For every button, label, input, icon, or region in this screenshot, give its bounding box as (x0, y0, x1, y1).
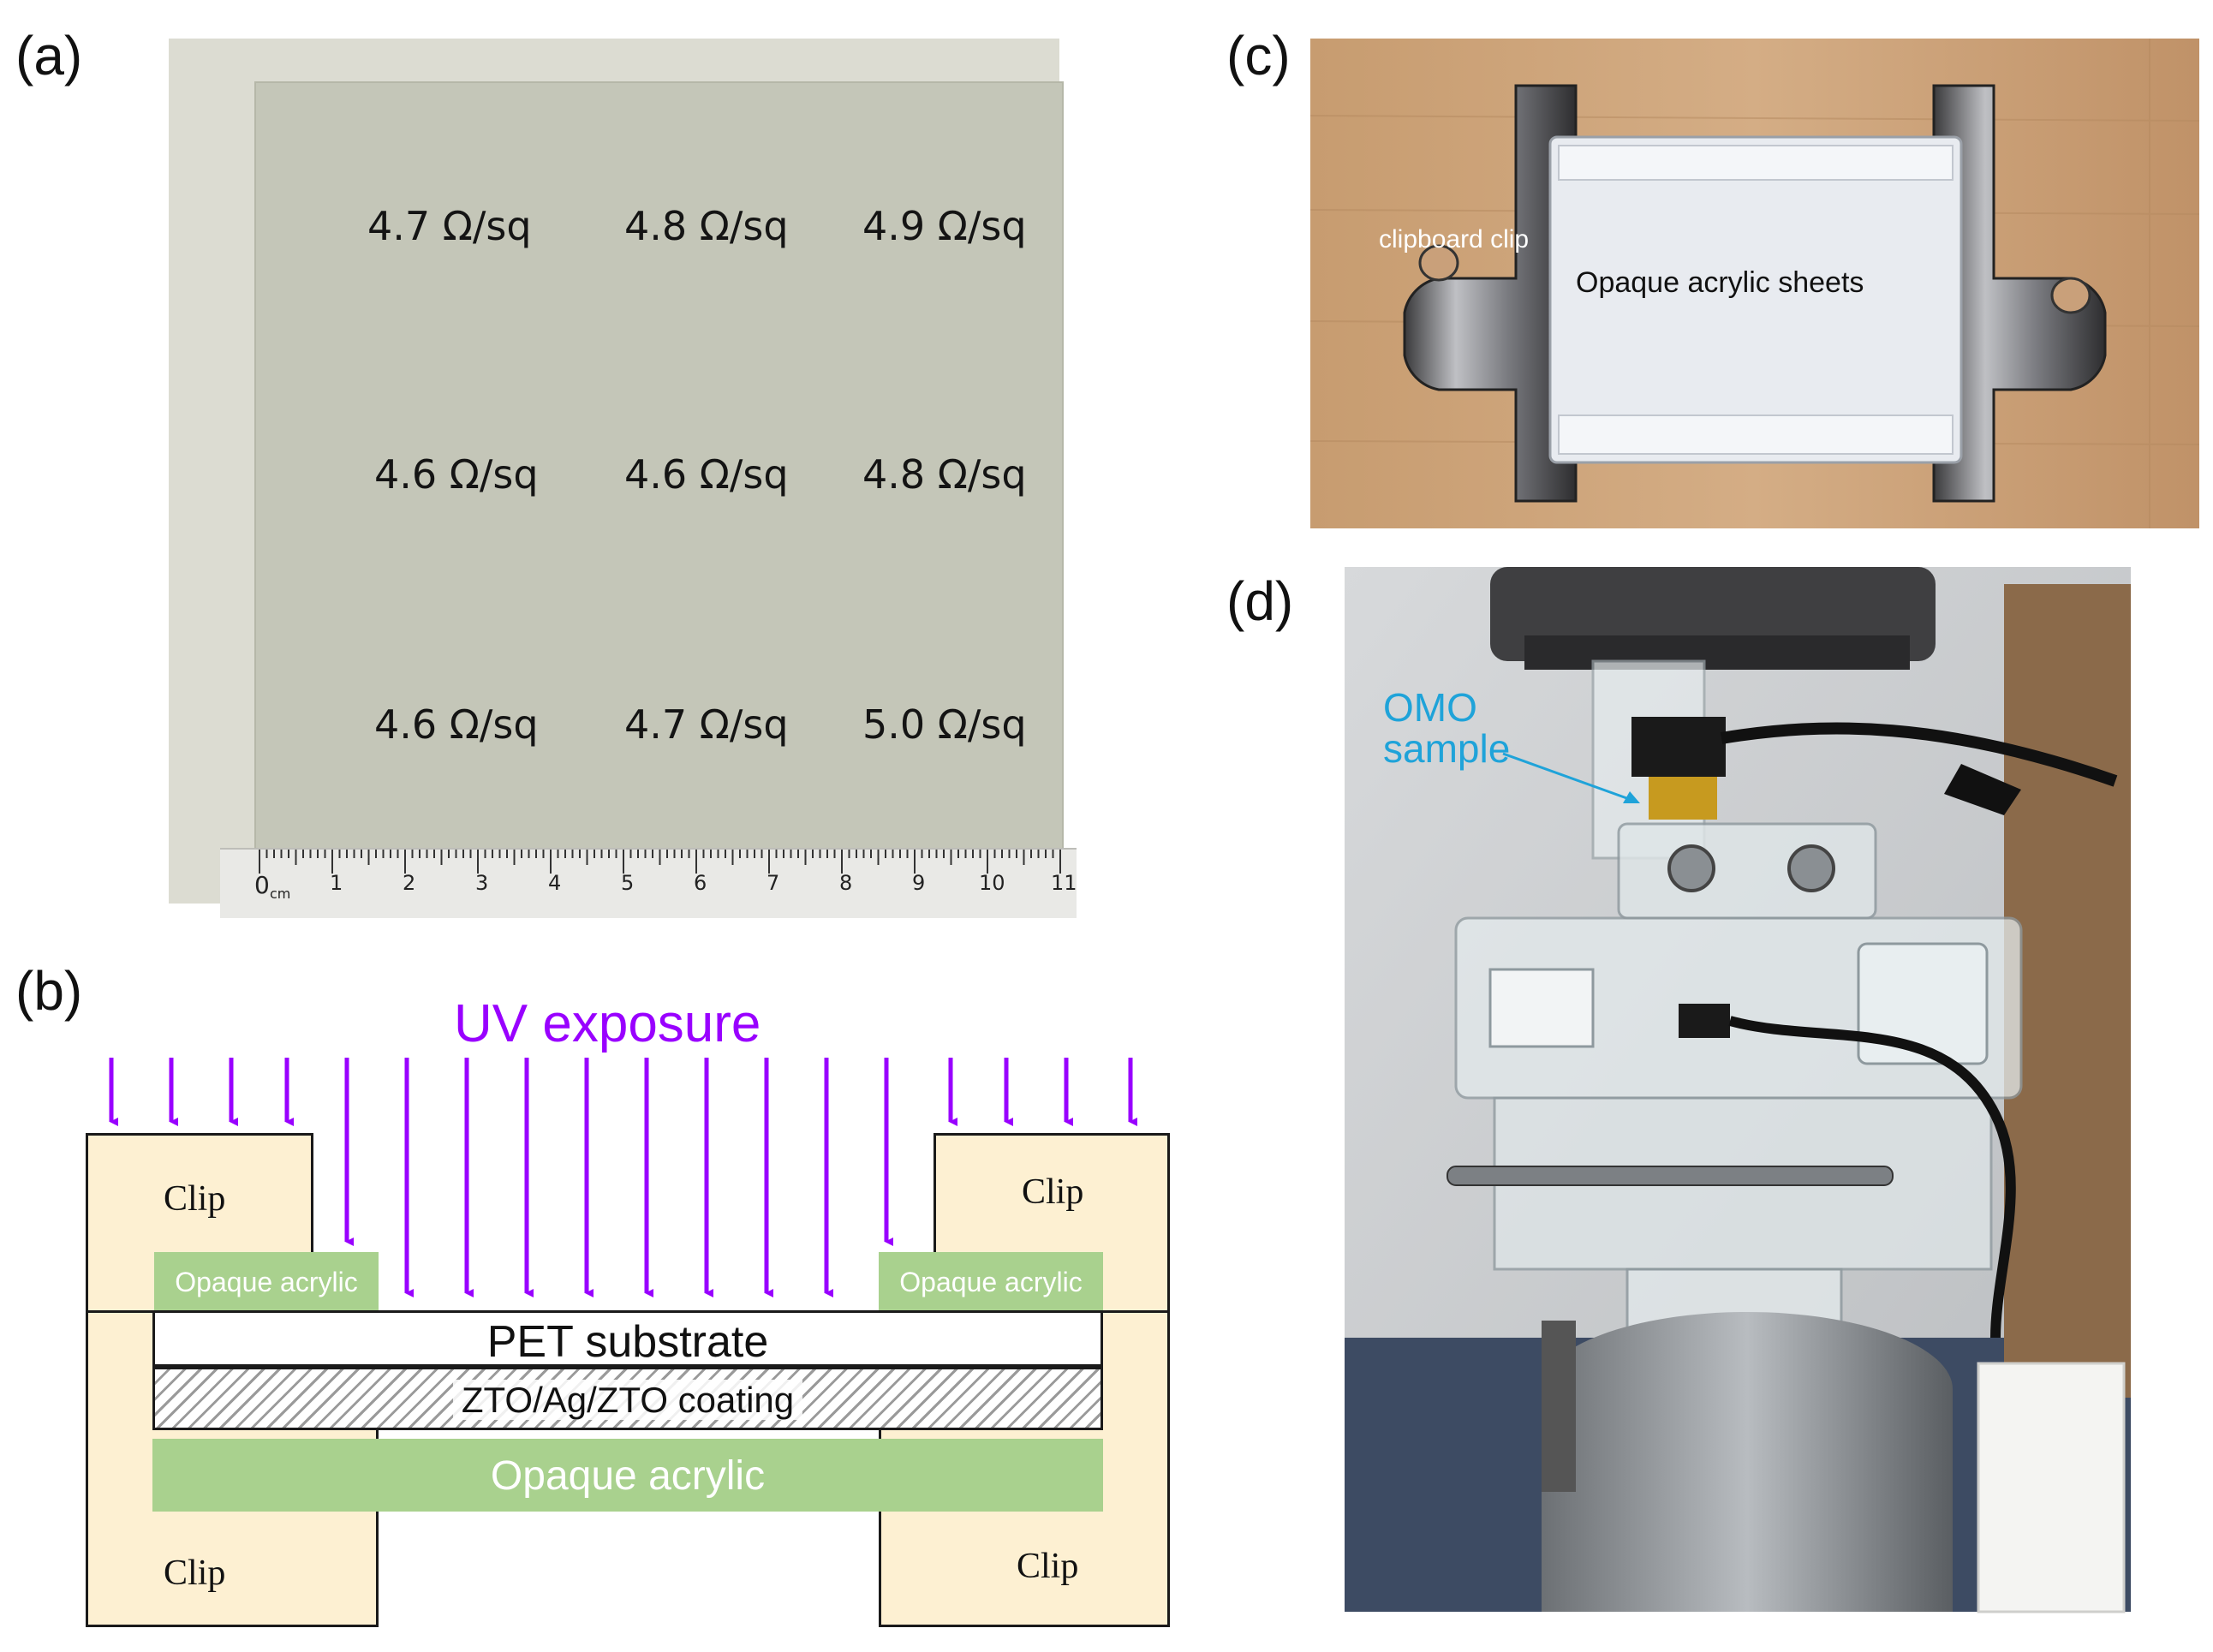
ruler-num-8: 8 (839, 871, 853, 895)
ruler-num-9: 9 (912, 871, 926, 895)
sheet-resistance-r1c3: 4.9 Ω/sq (862, 203, 1027, 249)
ruler-num-4: 4 (548, 871, 562, 895)
opaque-acrylic-top-left: Opaque acrylic (154, 1252, 379, 1310)
ruler-zero: 0 (254, 871, 270, 899)
panel-label-a: (a) (15, 25, 83, 86)
pet-substrate-label: PET substrate (486, 1317, 769, 1367)
acrylic-sheets-annotation: Opaque acrylic sheets (1576, 266, 1864, 299)
sample-annotation-arrow-head (1623, 791, 1640, 803)
sheet-resistance-r1c2: 4.8 Ω/sq (624, 203, 789, 249)
opaque-acrylic-base-label: Opaque acrylic (490, 1453, 766, 1499)
clipboard-clip-annotation: clipboard clip (1379, 225, 1530, 253)
ruler-num-1: 1 (330, 871, 343, 895)
panel-label-d: (d) (1226, 570, 1294, 632)
uv-exposure-label: UV exposure (454, 994, 761, 1053)
uv-arrows (109, 1058, 1137, 1297)
omo-sample-annotation-line1: OMO (1383, 685, 1477, 730)
sheet-resistance-r2c3: 4.8 Ω/sq (862, 451, 1027, 498)
panel-label-c: (c) (1226, 25, 1291, 86)
clip-label-top-right: Clip (1022, 1172, 1084, 1212)
sheet-resistance-r1c1: 4.7 Ω/sq (367, 203, 532, 249)
clip-photo-illustration (1309, 39, 2200, 528)
clip-label-top-left: Clip (164, 1179, 226, 1219)
sheet-resistance-r3c1: 4.6 Ω/sq (374, 701, 539, 748)
ruler-unit: cm (270, 886, 291, 902)
sample-annotation-arrow-line (1502, 752, 1632, 802)
ruler-num-2: 2 (403, 871, 416, 895)
panel-a-photo: 4.7 Ω/sq 4.8 Ω/sq 4.9 Ω/sq 4.6 Ω/sq 4.6 … (169, 39, 1077, 918)
panel-c-photo: clipboard clip Opaque acrylic sheets (1309, 39, 2200, 528)
opaque-acrylic-top-right: Opaque acrylic (879, 1252, 1103, 1310)
coating-label: ZTO/Ag/ZTO coating (452, 1380, 803, 1420)
ruler-num-5: 5 (621, 871, 635, 895)
sheet-resistance-r3c2: 4.7 Ω/sq (624, 701, 789, 748)
omo-sample-annotation-line2: sample (1383, 726, 1511, 771)
opaque-acrylic-top-right-label: Opaque acrylic (899, 1267, 1083, 1297)
sheet-resistance-r2c2: 4.6 Ω/sq (624, 451, 789, 498)
clip-label-bottom-left: Clip (164, 1554, 226, 1593)
sheet-resistance-r3c3: 5.0 Ω/sq (862, 701, 1027, 748)
ruler-num-6: 6 (694, 871, 707, 895)
panel-label-b: (b) (15, 960, 83, 1022)
omo-coated-sheet: 4.7 Ω/sq 4.8 Ω/sq 4.9 Ω/sq 4.6 Ω/sq 4.6 … (254, 81, 1064, 852)
ruler-num-3: 3 (475, 871, 489, 895)
sheet-resistance-r2c1: 4.6 Ω/sq (374, 451, 539, 498)
clip-label-bottom-right: Clip (1017, 1547, 1079, 1586)
ruler-num-7: 7 (766, 871, 780, 895)
opaque-acrylic-top-left-label: Opaque acrylic (175, 1267, 358, 1297)
panel-d-photo: OMO sample (1345, 567, 2131, 1613)
omo-sample-annotation: OMO sample (1383, 687, 1510, 769)
ruler-num-11: 11 (1051, 871, 1077, 895)
opaque-acrylic-base: Opaque acrylic (152, 1439, 1103, 1512)
bending-test-illustration (1345, 567, 2131, 1613)
ruler-num-10: 10 (979, 871, 1005, 895)
pet-substrate: PET substrate (152, 1310, 1103, 1367)
ruler: 0 cm 1 2 3 4 5 6 7 8 9 10 11 (220, 848, 1077, 918)
ruler-ticks (259, 850, 1061, 874)
zto-ag-zto-coating: ZTO/Ag/ZTO coating (152, 1367, 1103, 1430)
